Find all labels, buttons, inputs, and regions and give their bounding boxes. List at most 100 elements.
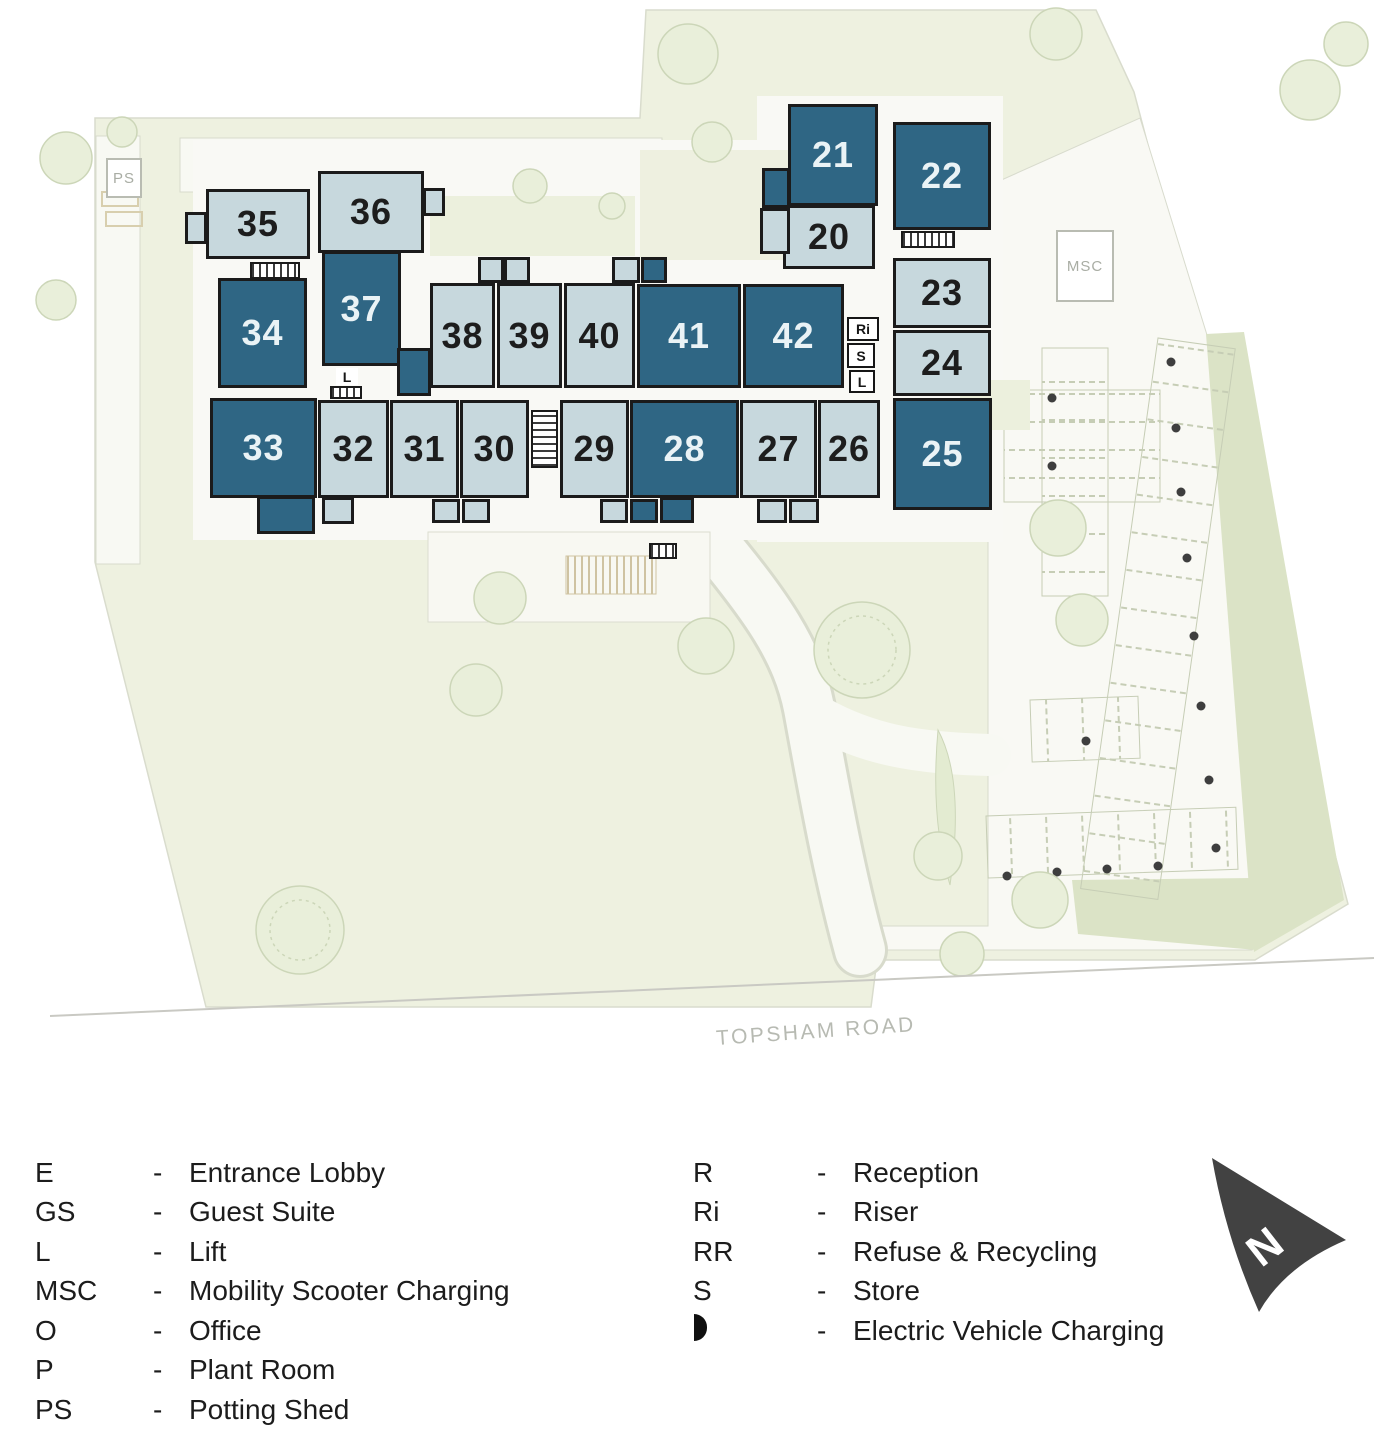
legend-desc: Reception xyxy=(853,1156,980,1188)
unit-33: 33 xyxy=(210,398,317,498)
porch xyxy=(757,499,787,523)
legend-row-lift: L - Lift xyxy=(35,1232,510,1272)
legend-desc: Store xyxy=(853,1275,920,1307)
porch xyxy=(257,496,315,534)
unit-39: 39 xyxy=(497,283,562,388)
legend-key: PS xyxy=(35,1393,73,1425)
north-arrow: N xyxy=(1212,1158,1346,1312)
porch xyxy=(641,257,667,283)
lift-label: L xyxy=(336,368,358,385)
legend-dash: - xyxy=(153,1196,163,1228)
unit-28: 28 xyxy=(630,400,739,498)
legend-desc: Entrance Lobby xyxy=(189,1156,386,1188)
stairs-icon xyxy=(330,386,362,399)
legend-row-ev-charging: - Electric Vehicle Charging xyxy=(693,1311,1164,1351)
porch xyxy=(760,208,790,254)
legend-row-plant-room: P - Plant Room xyxy=(35,1351,510,1391)
unit-38: 38 xyxy=(430,283,495,388)
legend-key: Ri xyxy=(693,1196,720,1228)
stairs-icon xyxy=(250,262,300,279)
mobility-scooter-charging-label: MSC xyxy=(1056,230,1114,302)
porch xyxy=(789,499,819,523)
unit-36: 36 xyxy=(318,171,424,253)
legend-dash: - xyxy=(153,1235,163,1267)
legend-key: P xyxy=(35,1354,54,1386)
legend-row-mobility-scooter-charging: MSC - Mobility Scooter Charging xyxy=(35,1272,510,1312)
legend-key: L xyxy=(35,1235,51,1267)
legend-key xyxy=(693,1313,817,1348)
hedge-east xyxy=(1206,332,1344,952)
legend-row-entrance-lobby: E - Entrance Lobby xyxy=(35,1153,510,1193)
legend-dash: - xyxy=(817,1156,827,1188)
legend-key: E xyxy=(35,1156,54,1188)
legend-right-column: R - Reception Ri - Riser RR - Refuse & R… xyxy=(693,1153,1164,1351)
riser-label: Ri xyxy=(847,317,879,341)
unit-40: 40 xyxy=(564,283,635,388)
porch xyxy=(478,257,504,283)
unit-22: 22 xyxy=(893,122,991,230)
legend-desc: Lift xyxy=(189,1235,227,1267)
unit-23: 23 xyxy=(893,258,991,328)
unit-41: 41 xyxy=(637,284,741,388)
legend-desc: Potting Shed xyxy=(189,1393,350,1425)
unit-34: 34 xyxy=(218,278,307,388)
legend-dash: - xyxy=(153,1393,163,1425)
potting-shed-label: PS xyxy=(106,158,142,198)
legend-dash: - xyxy=(153,1156,163,1188)
store-label: S xyxy=(847,343,875,368)
legend-key: GS xyxy=(35,1196,76,1228)
legend-desc: Plant Room xyxy=(189,1354,336,1386)
legend-key: O xyxy=(35,1314,57,1346)
legend-dash: - xyxy=(817,1275,827,1307)
unit-20: 20 xyxy=(783,205,875,269)
legend-row-guest-suite: GS - Guest Suite xyxy=(35,1193,510,1233)
legend-row-reception: R - Reception xyxy=(693,1153,1164,1193)
legend-key: MSC xyxy=(35,1275,98,1307)
unit-30: 30 xyxy=(460,400,529,498)
unit-26: 26 xyxy=(818,400,880,498)
unit-35: 35 xyxy=(206,189,310,259)
trees xyxy=(35,7,1369,977)
legend-key: RR xyxy=(693,1235,734,1267)
legend-key: S xyxy=(693,1275,712,1307)
steps-icon xyxy=(649,543,677,559)
legend-row-office: O - Office xyxy=(35,1311,510,1351)
stairs-icon xyxy=(531,410,558,468)
porch xyxy=(630,499,658,523)
legend-desc: Refuse & Recycling xyxy=(853,1235,1098,1267)
legend-row-riser: Ri - Riser xyxy=(693,1193,1164,1233)
porch xyxy=(322,497,354,524)
legend-left-column: E - Entrance Lobby GS - Guest Suite L - … xyxy=(35,1153,510,1430)
legend-desc: Guest Suite xyxy=(189,1196,336,1228)
porch xyxy=(762,168,790,208)
unit-25: 25 xyxy=(893,398,992,510)
legend-dash: - xyxy=(817,1196,827,1228)
porch xyxy=(504,257,530,283)
hedge-south xyxy=(1072,878,1256,950)
path-west xyxy=(95,135,141,565)
unit-29: 29 xyxy=(560,400,629,498)
legend-desc: Office xyxy=(189,1314,262,1346)
legend-row-potting-shed: PS - Potting Shed xyxy=(35,1390,510,1430)
porch xyxy=(462,499,490,523)
porch xyxy=(432,499,460,523)
porch xyxy=(660,497,694,523)
unit-27: 27 xyxy=(740,400,817,498)
pergola xyxy=(565,555,657,595)
planter xyxy=(105,211,143,227)
legend-desc: Mobility Scooter Charging xyxy=(189,1275,510,1307)
porch xyxy=(612,257,640,283)
stairs-icon xyxy=(901,231,955,248)
legend-desc: Riser xyxy=(853,1196,919,1228)
unit-37: 37 xyxy=(322,251,401,366)
porch xyxy=(397,348,431,396)
legend-dash: - xyxy=(153,1354,163,1386)
legend-key: R xyxy=(693,1156,714,1188)
porch xyxy=(600,499,628,523)
legend-dash: - xyxy=(153,1275,163,1307)
legend-row-store: S - Store xyxy=(693,1272,1164,1312)
ev-charging-icon xyxy=(694,1313,707,1341)
legend-row-refuse-recycling: RR - Refuse & Recycling xyxy=(693,1232,1164,1272)
legend-desc: Electric Vehicle Charging xyxy=(853,1314,1165,1346)
